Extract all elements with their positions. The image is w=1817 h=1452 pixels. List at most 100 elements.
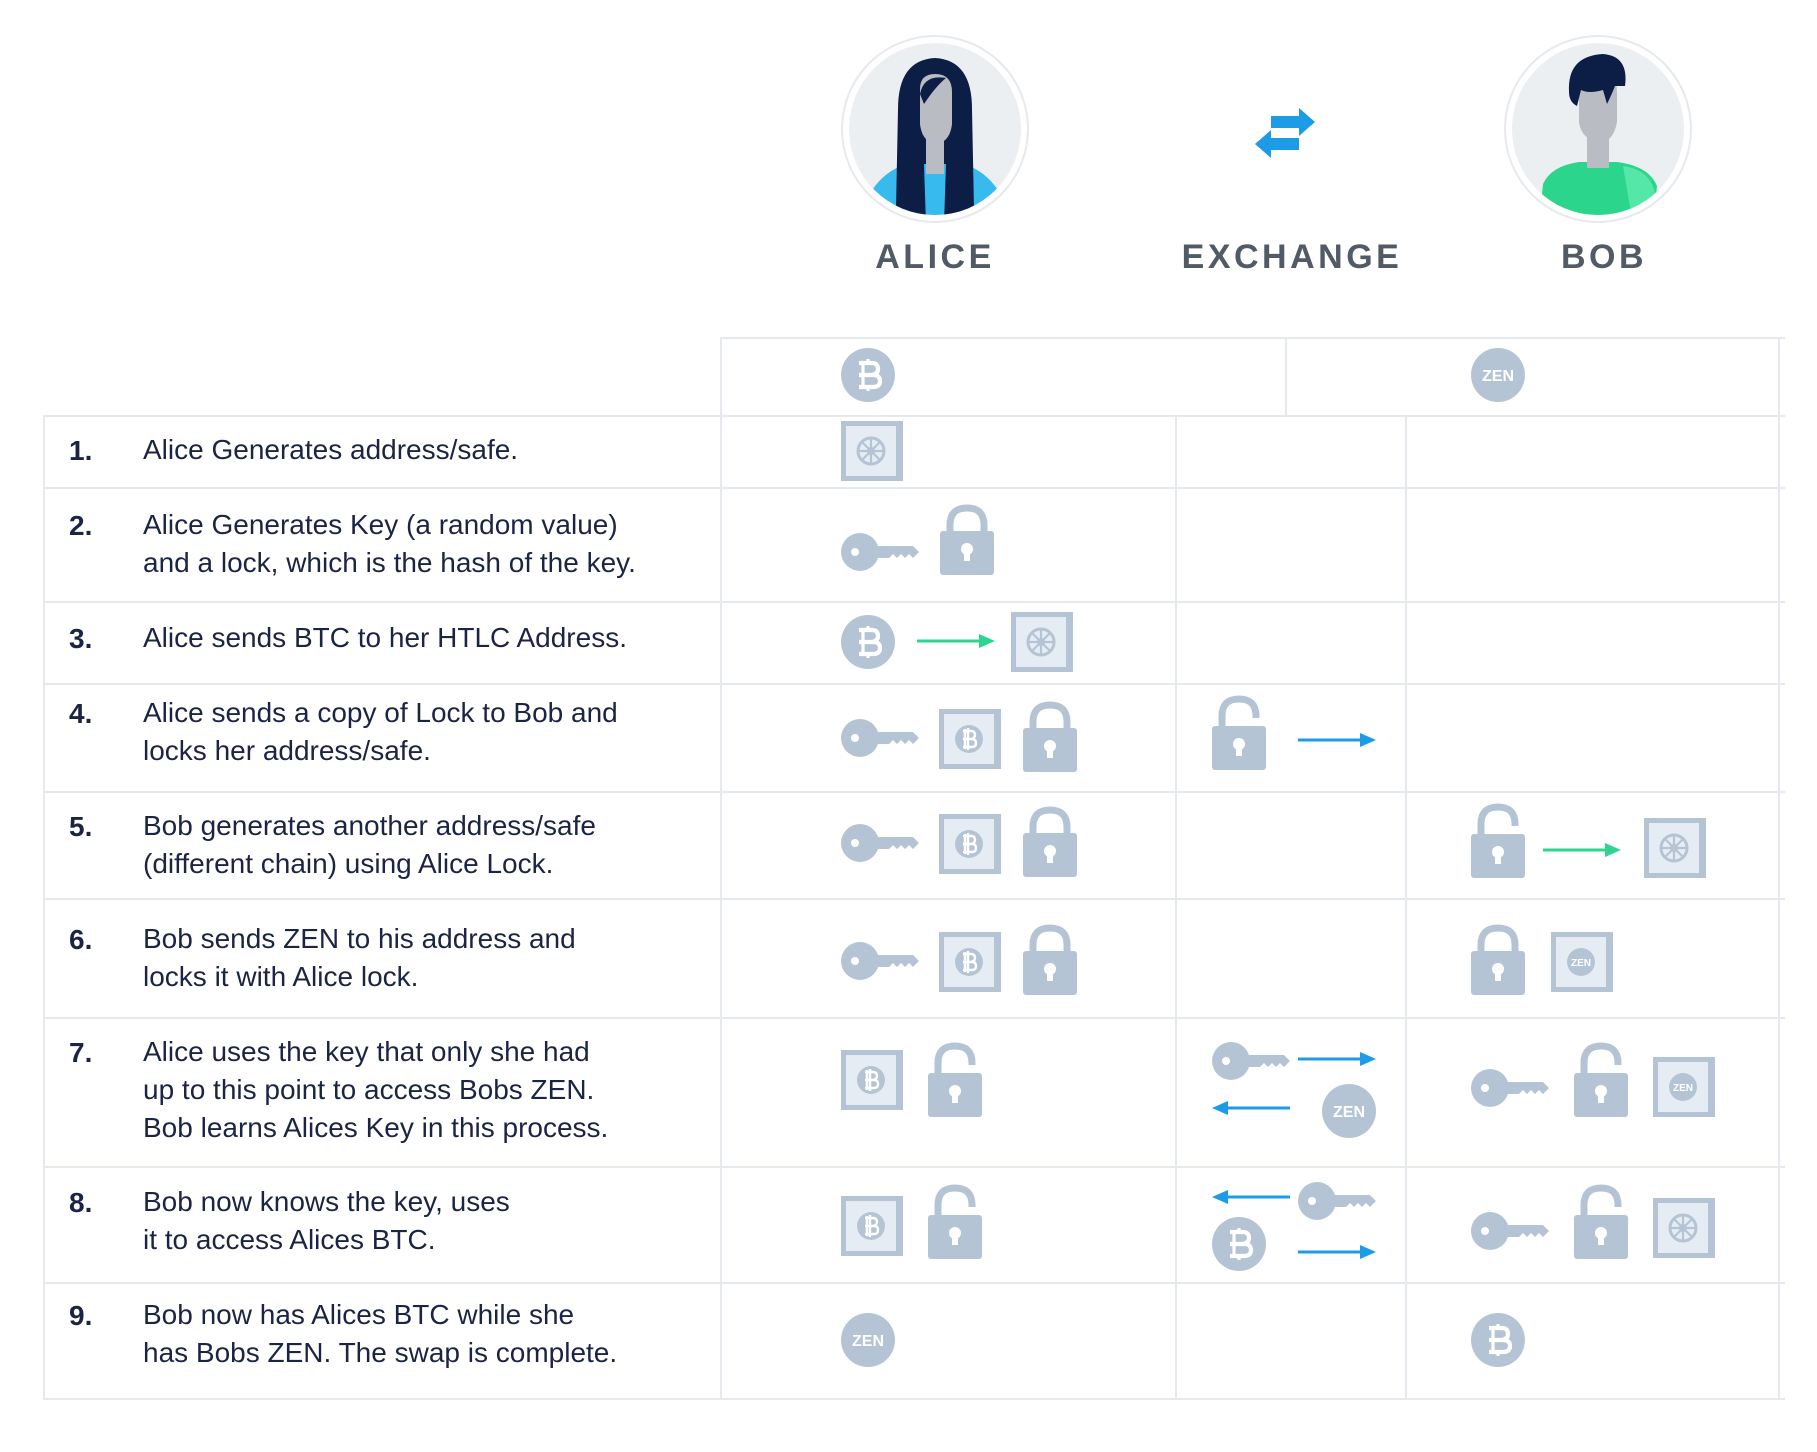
btc-coin-icon xyxy=(841,348,895,402)
grid-left-line xyxy=(43,415,45,1400)
lock-open-icon xyxy=(1574,1183,1628,1259)
zen-safe-icon: ZEN xyxy=(1653,1057,1715,1117)
lock-open-icon xyxy=(1212,694,1266,770)
step-line: Bob sends ZEN to his address and xyxy=(143,923,576,954)
grid-row-line xyxy=(43,1282,1785,1284)
safe-icon xyxy=(1644,818,1706,878)
zen-coin-icon: ZEN xyxy=(841,1313,895,1367)
step-description: Bob generates another address/safe (diff… xyxy=(143,807,596,883)
btc-safe-icon xyxy=(939,932,1001,992)
bob-avatar xyxy=(1503,34,1693,224)
step-number: 4. xyxy=(69,698,93,729)
arrow-right-green-icon xyxy=(917,633,995,649)
step-line: Bob now knows the key, uses xyxy=(143,1186,510,1217)
step-number: 6. xyxy=(69,924,93,955)
lock-open-icon xyxy=(1471,802,1525,878)
alice-label: ALICE xyxy=(875,238,995,276)
lock-icon xyxy=(1023,923,1077,995)
step-description: Alice sends a copy of Lock to Bob and lo… xyxy=(143,694,618,770)
step-number: 2. xyxy=(69,510,93,541)
step-line: Alice sends BTC to her HTLC Address. xyxy=(143,622,627,653)
lock-icon xyxy=(940,503,994,575)
arrow-right-blue-icon xyxy=(1298,1051,1376,1067)
step-line: has Bobs ZEN. The swap is complete. xyxy=(143,1337,618,1368)
zen-coin-icon: ZEN xyxy=(1471,348,1525,402)
lock-icon xyxy=(1471,923,1525,995)
svg-text:ZEN: ZEN xyxy=(1333,1104,1365,1121)
step-number: 8. xyxy=(69,1187,93,1218)
svg-text:ZEN: ZEN xyxy=(852,1333,884,1350)
alice-avatar xyxy=(840,34,1030,224)
safe-icon xyxy=(1011,612,1073,672)
step-line: up to this point to access Bobs ZEN. xyxy=(143,1074,595,1105)
btc-safe-icon xyxy=(841,1050,903,1110)
grid-row-line xyxy=(43,1166,1785,1168)
step-line: locks it with Alice lock. xyxy=(143,961,419,992)
arrow-right-green-icon xyxy=(1543,842,1621,858)
safe-icon xyxy=(1653,1198,1715,1258)
btc-safe-icon xyxy=(939,814,1001,874)
step-line: Bob now has Alices BTC while she xyxy=(143,1299,575,1330)
svg-text:ZEN: ZEN xyxy=(1482,368,1514,385)
grid-right-line xyxy=(1778,337,1780,1400)
grid-row-line xyxy=(43,487,1785,489)
key-icon xyxy=(1298,1180,1376,1222)
zen-coin-icon: ZEN xyxy=(1322,1084,1376,1138)
step-description: Alice sends BTC to her HTLC Address. xyxy=(143,619,627,657)
arrow-right-blue-icon xyxy=(1298,1244,1376,1260)
key-icon xyxy=(841,822,919,864)
lock-icon xyxy=(1023,700,1077,772)
safe-icon xyxy=(841,421,903,481)
grid-row-line xyxy=(43,683,1785,685)
step-description: Alice uses the key that only she had up … xyxy=(143,1033,608,1147)
step-line: Alice Generates Key (a random value) xyxy=(143,509,618,540)
lock-open-icon xyxy=(928,1183,982,1259)
grid-row-line xyxy=(43,898,1785,900)
grid-table-bottom-line xyxy=(43,1398,1785,1400)
grid-col-line xyxy=(1175,415,1177,1400)
exchange-label: EXCHANGE xyxy=(1181,238,1403,276)
step-description: Bob sends ZEN to his address and locks i… xyxy=(143,920,576,996)
grid-col-line xyxy=(720,337,722,1400)
step-number: 5. xyxy=(69,811,93,842)
step-description: Bob now knows the key, uses it to access… xyxy=(143,1183,510,1259)
lock-open-icon xyxy=(928,1041,982,1117)
arrow-left-blue-icon xyxy=(1212,1189,1290,1205)
arrow-left-blue-icon xyxy=(1212,1100,1290,1116)
key-icon xyxy=(1471,1210,1549,1252)
btc-coin-icon xyxy=(841,615,895,669)
step-line: it to access Alices BTC. xyxy=(143,1224,436,1255)
key-icon xyxy=(1212,1040,1290,1082)
lock-icon xyxy=(1023,805,1077,877)
exchange-icon xyxy=(1253,108,1317,166)
btc-safe-icon xyxy=(841,1196,903,1256)
step-line: locks her address/safe. xyxy=(143,735,431,766)
step-description: Alice Generates Key (a random value) and… xyxy=(143,506,636,582)
grid-top-line xyxy=(722,337,1785,339)
step-line: and a lock, which is the hash of the key… xyxy=(143,547,636,578)
step-description: Alice Generates address/safe. xyxy=(143,431,518,469)
svg-text:ZEN: ZEN xyxy=(1673,1083,1693,1094)
step-line: Alice Generates address/safe. xyxy=(143,434,519,465)
lock-open-icon xyxy=(1574,1041,1628,1117)
btc-coin-icon xyxy=(1471,1313,1525,1367)
key-icon xyxy=(1471,1067,1549,1109)
step-line: Alice sends a copy of Lock to Bob and xyxy=(143,697,618,728)
arrow-right-blue-icon xyxy=(1298,732,1376,748)
step-number: 9. xyxy=(69,1300,93,1331)
grid-table-top-line xyxy=(43,415,1785,417)
step-number: 3. xyxy=(69,623,93,654)
btc-coin-icon xyxy=(1212,1217,1266,1271)
step-number: 7. xyxy=(69,1037,93,1068)
step-number: 1. xyxy=(69,435,93,466)
svg-text:ZEN: ZEN xyxy=(1571,958,1591,969)
btc-safe-icon xyxy=(939,709,1001,769)
step-line: Bob generates another address/safe xyxy=(143,810,596,841)
grid-row-line xyxy=(43,791,1785,793)
grid-col-line xyxy=(1285,337,1287,417)
grid-row-line xyxy=(43,601,1785,603)
bob-label: BOB xyxy=(1560,238,1648,276)
zen-safe-icon: ZEN xyxy=(1551,932,1613,992)
key-icon xyxy=(841,717,919,759)
grid-row-line xyxy=(43,1017,1785,1019)
